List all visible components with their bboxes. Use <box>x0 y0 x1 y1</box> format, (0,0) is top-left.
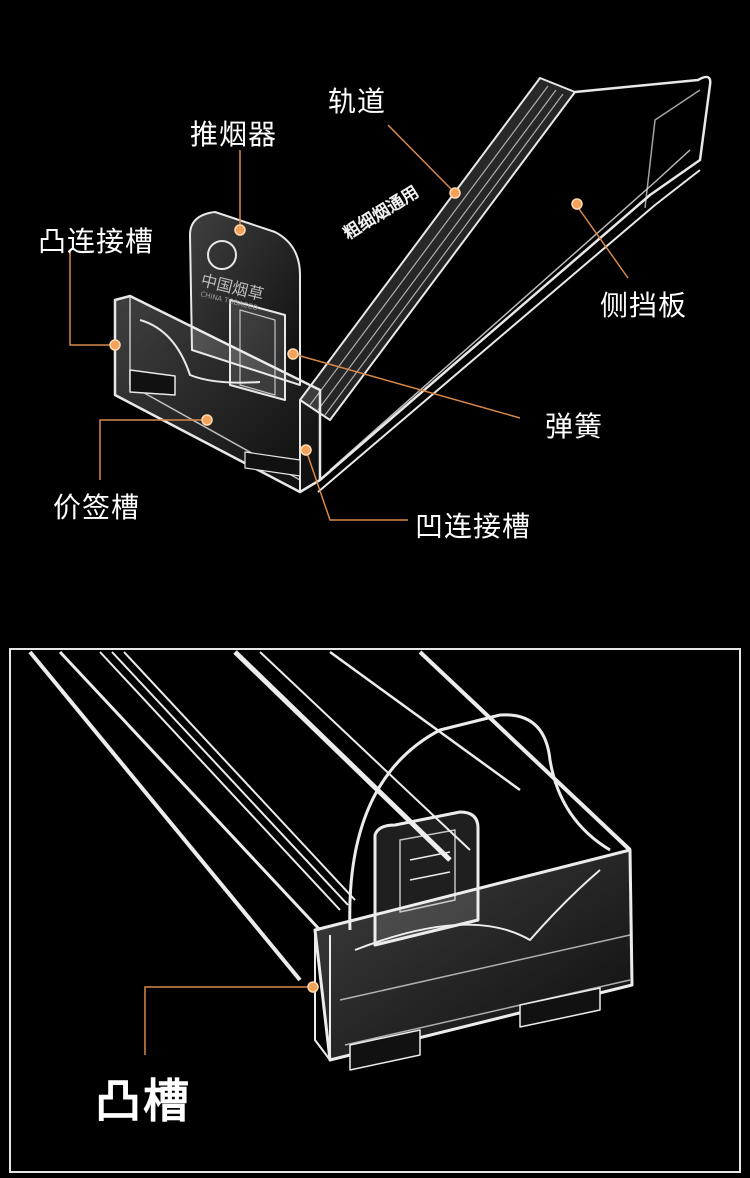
label-convex-slot: 凸连接槽 <box>38 225 155 258</box>
track-dot <box>449 187 461 199</box>
price-slot-dot <box>201 414 213 426</box>
bottom-callout-line <box>144 986 311 1055</box>
side-panel-dot <box>571 198 583 210</box>
label-convex-groove: 凸槽 <box>95 1074 191 1128</box>
bottom-convex-dot <box>307 981 319 993</box>
bottom-panel-frame <box>9 648 741 1173</box>
convex-slot-dot <box>109 339 121 351</box>
label-track: 轨道 <box>328 85 387 118</box>
callout-dots <box>109 187 583 456</box>
rail-text: 粗细烟通用 <box>340 181 423 244</box>
top-product-drawing <box>113 75 712 494</box>
concave-slot-dot <box>300 444 312 456</box>
bottom-product-drawing <box>28 650 634 1071</box>
pusher-dot <box>234 224 246 236</box>
label-side-panel: 侧挡板 <box>600 289 688 322</box>
spring-dot <box>287 348 299 360</box>
label-pusher: 推烟器 <box>190 118 278 151</box>
label-price-slot: 价签槽 <box>53 491 141 524</box>
callout-lines <box>69 124 629 521</box>
label-concave-slot: 凹连接槽 <box>415 510 532 543</box>
label-spring: 弹簧 <box>545 410 604 443</box>
